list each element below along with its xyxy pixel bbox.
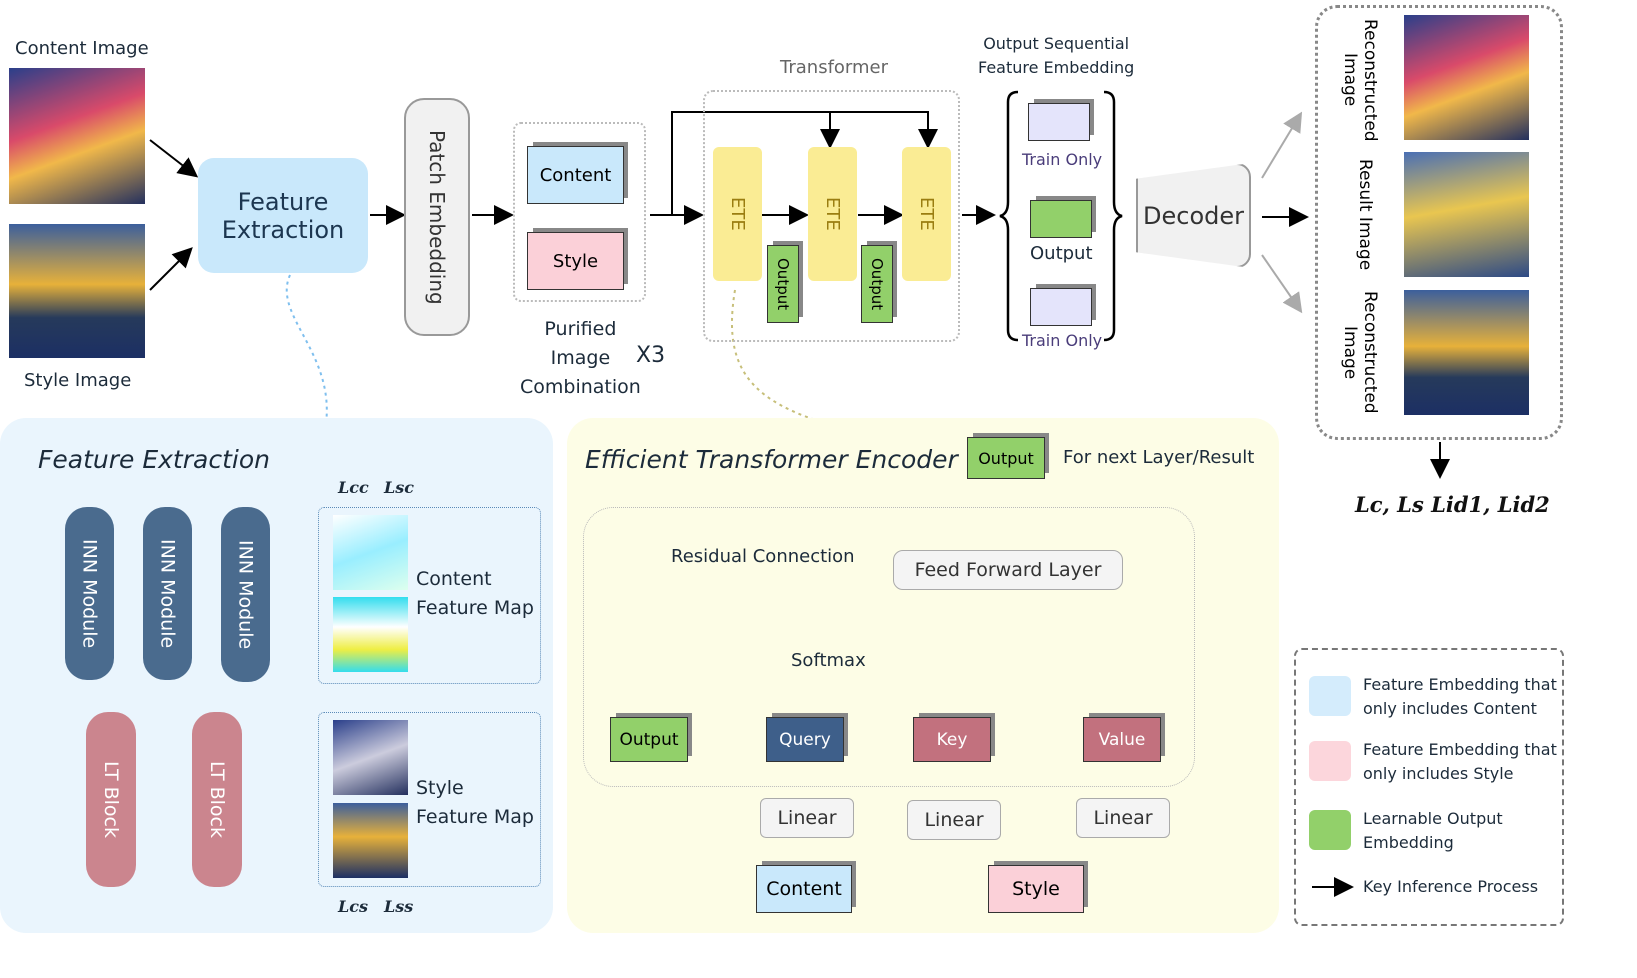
- style-map-label: Style Feature Map: [416, 777, 534, 828]
- output-label: Output: [1030, 243, 1093, 264]
- style-embedding: Style: [527, 232, 624, 290]
- content-map-box: [318, 507, 541, 684]
- patch-embedding-block: Patch Embedding: [404, 98, 470, 336]
- style-feature-map-2: [333, 803, 408, 878]
- loss-lcs: Lcs: [338, 897, 368, 916]
- train-only-label-1: Train Only: [1022, 150, 1103, 169]
- purified-group: [513, 122, 646, 302]
- legend: [1294, 648, 1564, 926]
- legend-label-content: Feature Embedding that only includes Con…: [1363, 675, 1557, 718]
- key-block: Key: [913, 717, 991, 762]
- softmax-label: Softmax: [791, 650, 866, 671]
- train-only-embedding-2: [1030, 288, 1092, 326]
- reconstructed-style-label: Reconstructed Image: [1340, 291, 1380, 414]
- lt-block-1: LT Block: [86, 712, 136, 887]
- ete-output-token: Output: [967, 437, 1045, 479]
- legend-label-style: Feature Embedding that only includes Sty…: [1363, 740, 1557, 783]
- content-map-label: Content Feature Map: [416, 568, 534, 619]
- ete-block-2: ETE: [808, 147, 857, 281]
- loss-lcc: Lcc: [338, 478, 369, 497]
- x3-label: X3: [636, 343, 666, 368]
- train-only-label-2: Train Only: [1022, 331, 1103, 350]
- encoder-output-token: Output: [610, 717, 688, 762]
- ete-content-input: Content: [756, 865, 852, 913]
- legend-label-output: Learnable Output Embedding: [1363, 809, 1503, 852]
- inn-module-3: INN Module: [221, 507, 270, 682]
- ete-block-1: ETE: [713, 147, 762, 281]
- inn-module-2: INN Module: [143, 507, 192, 680]
- content-image-label: Content Image: [15, 38, 149, 59]
- linear-query: Linear: [760, 798, 854, 838]
- result-image-label: Result Image: [1355, 158, 1375, 271]
- output-sequential-label: Output Sequential Feature Embedding: [978, 34, 1135, 77]
- style-image-label: Style Image: [24, 370, 132, 391]
- lt-block-2: LT Block: [192, 712, 242, 887]
- query-block: Query: [766, 717, 844, 762]
- inn-module-1: INN Module: [65, 507, 114, 680]
- content-image: [9, 68, 145, 204]
- reconstructed-content-image: [1404, 15, 1529, 140]
- legend-swatch-output: [1309, 810, 1351, 850]
- loss-formula: Lc, Ls Lid1, Lid2: [1355, 492, 1550, 517]
- transformer-label: Transformer: [780, 57, 889, 78]
- result-image: [1404, 152, 1529, 277]
- outputs-group: [1315, 5, 1563, 440]
- ete-block-3: ETE: [902, 147, 951, 281]
- next-layer-label: For next Layer/Result: [1063, 447, 1255, 468]
- ete-style-input: Style: [988, 865, 1084, 913]
- style-image: [9, 224, 145, 358]
- encoder-group: [583, 507, 1195, 787]
- feed-forward-layer: Feed Forward Layer: [893, 550, 1123, 590]
- output-embedding: [1030, 200, 1092, 238]
- feature-extraction-block: Feature Extraction: [198, 158, 368, 273]
- linear-value: Linear: [1076, 798, 1170, 838]
- ete-panel: [567, 418, 1279, 933]
- output-token-1: Output: [767, 245, 799, 323]
- residual-label: Residual Connection: [671, 546, 855, 567]
- legend-swatch-style: [1309, 741, 1351, 781]
- decoder-block: Decoder: [1136, 163, 1251, 268]
- ete-title: Efficient Transformer Encoder: [585, 445, 958, 474]
- loss-lss: Lss: [384, 897, 414, 916]
- style-map-box: [318, 712, 541, 887]
- content-feature-map-2: [333, 597, 408, 672]
- fe-title: Feature Extraction: [38, 445, 270, 474]
- output-token-2: Output: [861, 245, 893, 323]
- train-only-embedding-1: [1028, 103, 1090, 141]
- loss-lsc: Lsc: [384, 478, 414, 497]
- legend-swatch-content: [1309, 676, 1351, 716]
- content-feature-map-1: [333, 515, 408, 590]
- transformer-group: [703, 90, 960, 342]
- reconstructed-style-image: [1404, 290, 1529, 415]
- content-embedding: Content: [527, 146, 624, 204]
- reconstructed-content-label: Reconstructed Image: [1340, 18, 1380, 142]
- purified-label: Purified Image Combination: [520, 318, 641, 398]
- legend-label-inference: Key Inference Process: [1363, 877, 1539, 896]
- style-feature-map-1: [333, 720, 408, 795]
- value-block: Value: [1083, 717, 1161, 762]
- linear-key: Linear: [907, 800, 1001, 840]
